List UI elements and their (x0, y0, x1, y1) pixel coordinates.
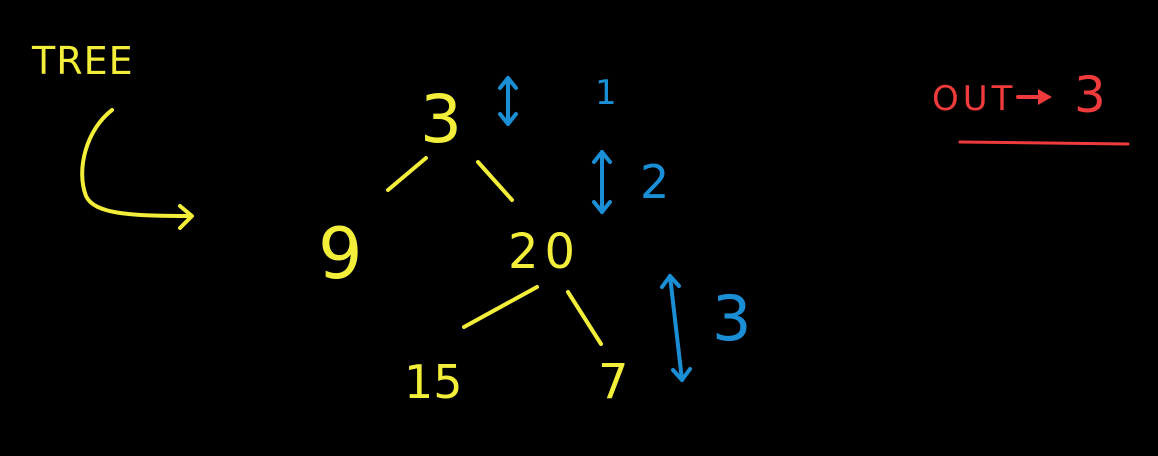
edge-root-left (386, 156, 428, 192)
output-label: OUT (932, 79, 1016, 119)
tree-title: TREE (31, 39, 134, 83)
edge-right-left (462, 285, 539, 329)
arrow-head-icon (1038, 89, 1052, 105)
edge-root-right (476, 160, 514, 202)
double-arrow-icon (668, 274, 684, 382)
level-1-marker: 1 (498, 73, 617, 126)
node-root: 3 (420, 81, 462, 158)
edge-right-right (566, 290, 603, 346)
output-underline (958, 140, 1130, 146)
arrow-head-icon (178, 204, 194, 230)
level-3-label: 3 (712, 282, 751, 355)
level-3-marker: 3 (660, 274, 751, 382)
node-left: 9 (318, 213, 363, 295)
node-right: 20 (508, 224, 581, 280)
output-value: 3 (1074, 66, 1106, 124)
curved-arrow-icon (80, 108, 192, 218)
node-right-right: 7 (598, 354, 629, 410)
level-2-marker: 2 (592, 150, 669, 214)
node-right-left: 15 (404, 355, 463, 409)
level-2-label: 2 (640, 155, 669, 209)
level-1-label: 1 (595, 73, 617, 113)
